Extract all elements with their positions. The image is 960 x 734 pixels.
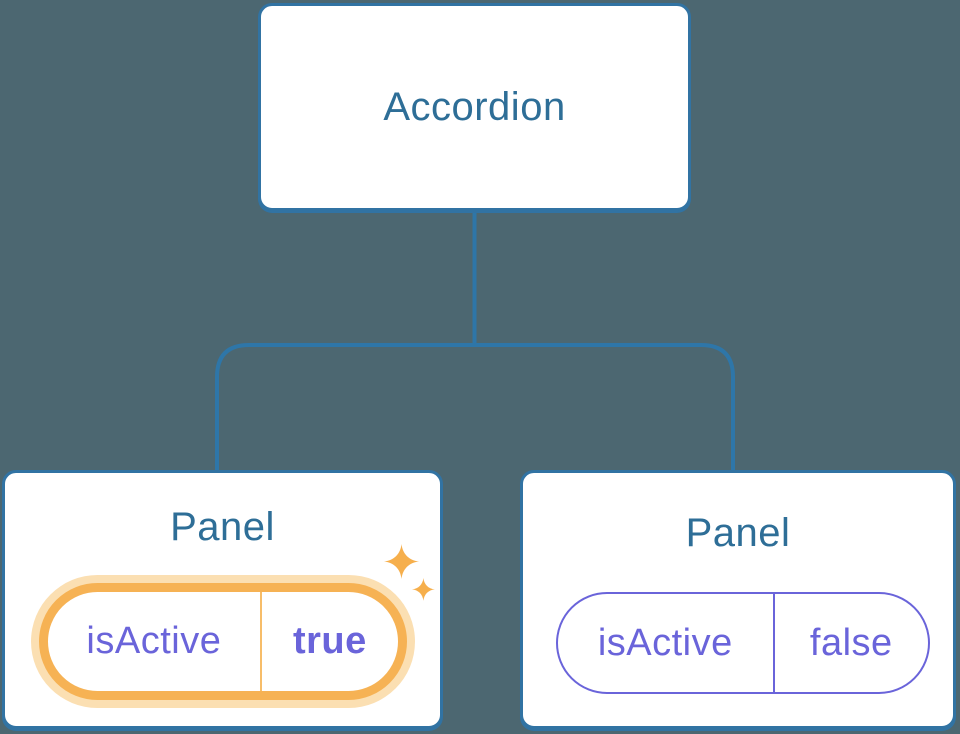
accordion-label: Accordion <box>383 84 566 129</box>
prop-value-cell: false <box>809 621 893 664</box>
isactive-prop-pill-inactive: isActive false <box>556 592 930 694</box>
isactive-prop-pill-active: isActive true <box>39 583 407 700</box>
accordion-node: Accordion <box>258 3 691 211</box>
sparkles-icon <box>384 544 435 601</box>
prop-name-cell: isActive <box>558 594 775 692</box>
connector-branch <box>215 343 735 472</box>
prop-name-cell: isActive <box>48 592 262 691</box>
panel-node-inactive: Panel isActive false <box>520 470 956 729</box>
sparkle-icon-small <box>412 578 435 601</box>
panel-node-active: Panel isActive true <box>2 470 443 729</box>
sparkle-icon-large <box>384 544 420 580</box>
prop-value-cell: true <box>292 620 367 662</box>
panel-label: Panel <box>170 505 275 549</box>
panel-label: Panel <box>685 511 791 555</box>
